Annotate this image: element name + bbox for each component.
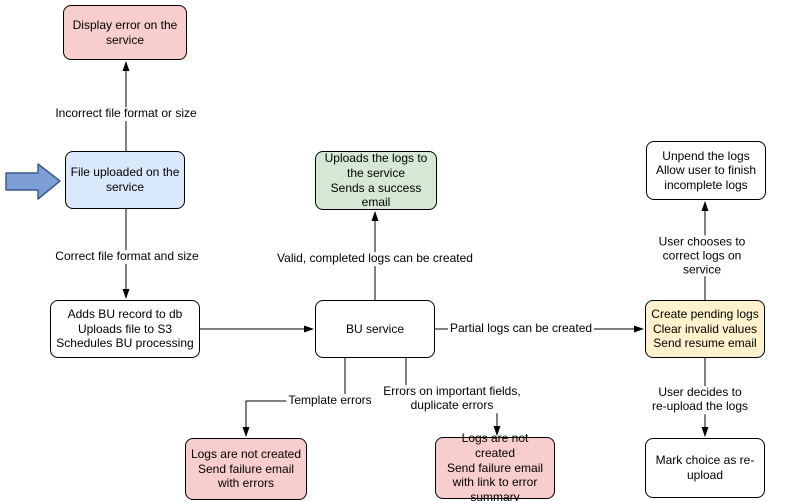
node-create-pending-logs-label: Create pending logs Clear invalid values… [651, 307, 759, 351]
node-logs-not-created-summary: Logs are not created Send failure email … [435, 431, 555, 501]
edge-label-partial-logs: Partial logs can be created [447, 321, 595, 336]
node-bu-service-label: BU service [345, 321, 404, 336]
edge-label-user-corrects: User chooses to correct logs on service [652, 234, 752, 277]
node-uploads-logs: Uploads the logs to the service Sends a … [315, 151, 437, 210]
node-logs-not-created-summary-label: Logs are not created Send failure email … [446, 431, 544, 501]
node-logs-not-created-errors-label: Logs are not created Send failure email … [190, 447, 302, 491]
edge-label-incorrect-format: Incorrect file format or size [53, 106, 199, 121]
edge-label-user-reuploads: User decides to re-upload the logs [649, 385, 751, 414]
node-unpend-logs-label: Unpend the logs Allow user to finish inc… [655, 148, 757, 192]
node-bu-service: BU service [315, 300, 435, 358]
edge-label-field-errors: Errors on important fields, duplicate er… [381, 384, 523, 413]
node-file-uploaded-label: File uploaded on the service [70, 165, 180, 194]
node-uploads-logs-label: Uploads the logs to the service Sends a … [324, 151, 428, 210]
node-create-pending-logs: Create pending logs Clear invalid values… [645, 300, 765, 358]
node-display-error: Display error on the service [63, 5, 187, 60]
edge-label-valid-logs: Valid, completed logs can be created [275, 251, 475, 266]
node-adds-bu-record: Adds BU record to db Uploads file to S3 … [50, 300, 200, 358]
entry-arrow-icon [5, 163, 61, 200]
node-mark-choice-reupload: Mark choice as re-upload [645, 438, 765, 498]
edge-label-correct-format: Correct file format and size [53, 249, 201, 264]
node-file-uploaded: File uploaded on the service [65, 151, 185, 209]
node-display-error-label: Display error on the service [72, 17, 178, 47]
node-logs-not-created-errors: Logs are not created Send failure email … [185, 438, 307, 500]
node-unpend-logs: Unpend the logs Allow user to finish inc… [646, 141, 766, 200]
node-adds-bu-record-label: Adds BU record to db Uploads file to S3 … [56, 307, 194, 351]
node-mark-choice-reupload-label: Mark choice as re-upload [655, 453, 755, 482]
edge-label-template-errors: Template errors [286, 393, 374, 408]
